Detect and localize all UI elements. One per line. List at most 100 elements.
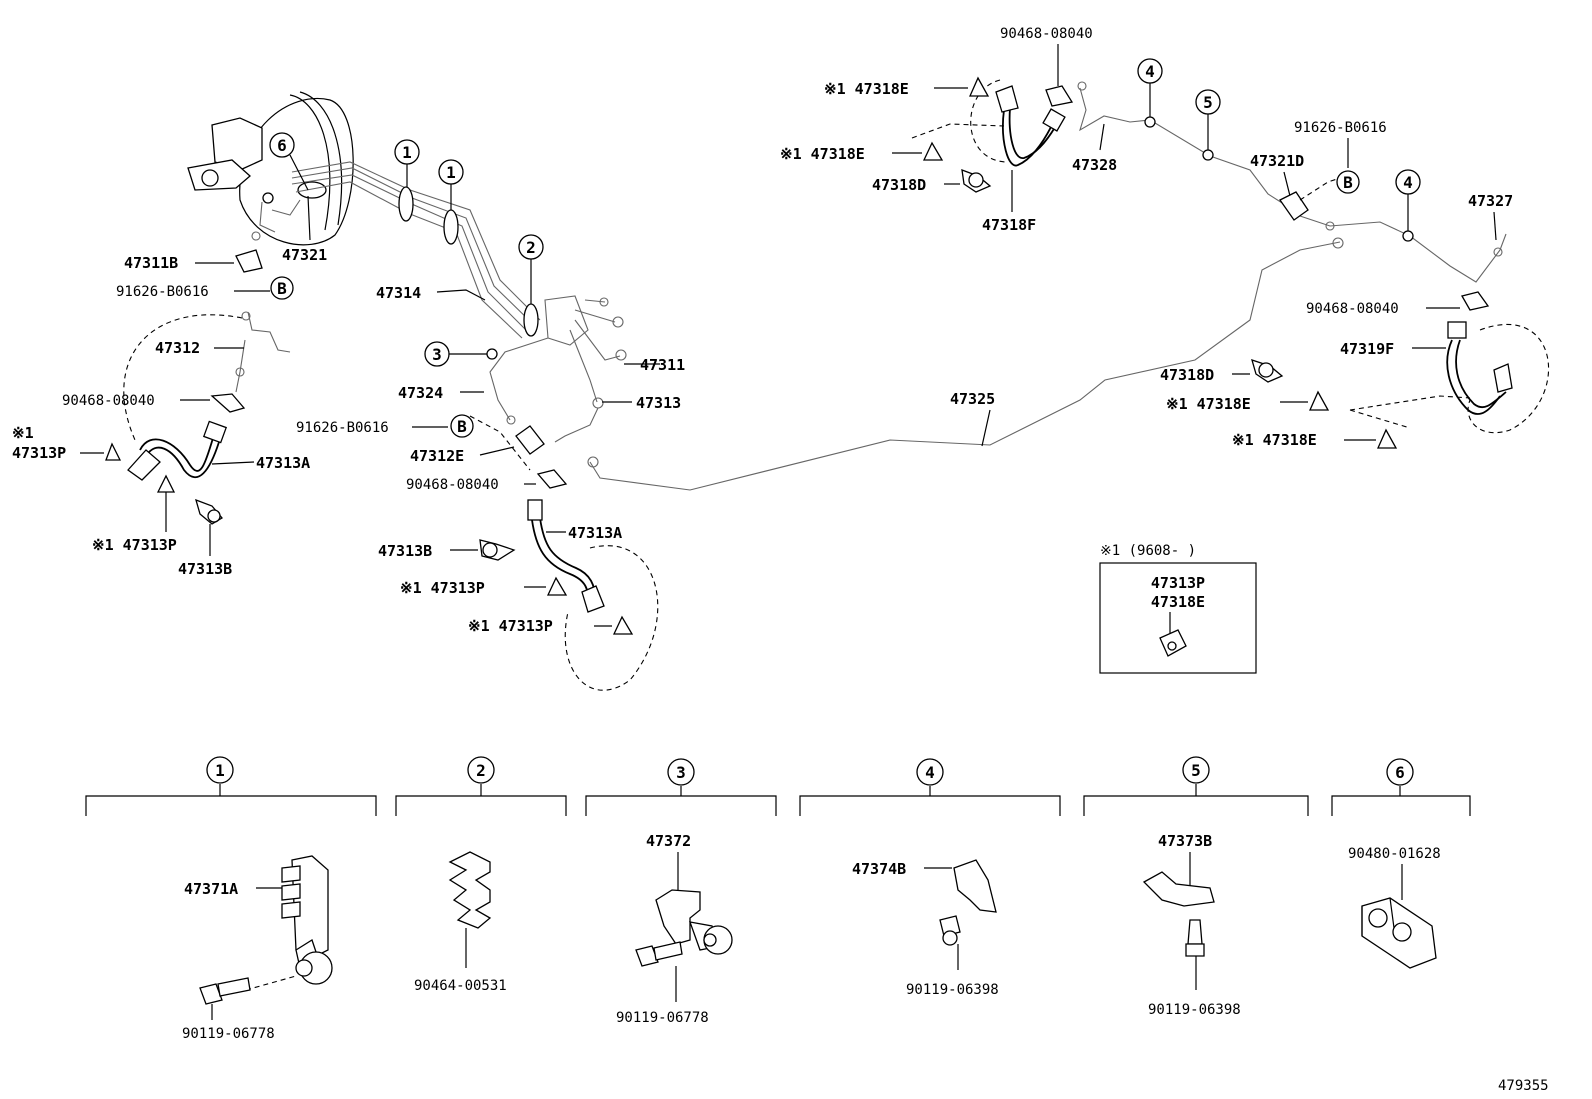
brake-booster xyxy=(187,91,354,246)
label-47313: 47313 xyxy=(636,394,681,412)
svg-text:※1 47318E: ※1 47318E xyxy=(1232,431,1317,449)
label-47311: 47311 xyxy=(640,356,685,374)
svg-text:6: 6 xyxy=(1395,763,1405,782)
svg-text:47318F: 47318F xyxy=(982,216,1036,234)
svg-text:※1 (9608- ): ※1 (9608- ) xyxy=(1100,543,1196,559)
svg-text:6: 6 xyxy=(277,136,287,155)
label-47314: 47314 xyxy=(376,284,421,302)
svg-text:47318D: 47318D xyxy=(1160,366,1214,384)
kit-4: 4 47374B 90119-06398 xyxy=(852,758,999,998)
note-box: ※1 (9608- ) 47313P 47318E xyxy=(1099,543,1257,674)
part-47321D: 47321D xyxy=(1250,152,1341,221)
part-47313P-center-1: ※1 47313P xyxy=(400,576,568,597)
callout-5: 5 xyxy=(1195,89,1221,150)
callout-1-a: 1 xyxy=(394,139,420,187)
callout-3: 3 xyxy=(424,341,487,367)
svg-text:B: B xyxy=(277,279,287,298)
kit-6: 6 90480-01628 xyxy=(1348,758,1441,969)
svg-text:90468-08040: 90468-08040 xyxy=(406,477,499,493)
diagram-id: 479355 xyxy=(1498,1078,1549,1094)
svg-text:47318D: 47318D xyxy=(872,176,926,194)
part-90468-left: 90468-08040 xyxy=(62,393,246,413)
svg-text:90468-08040: 90468-08040 xyxy=(1306,301,1399,317)
label-47327: 47327 xyxy=(1468,192,1513,210)
part-47318E-top-2: ※1 47318E xyxy=(780,141,944,163)
svg-text:47312E: 47312E xyxy=(410,447,464,465)
svg-text:2: 2 xyxy=(476,761,486,780)
label-47321: 47321 xyxy=(282,246,327,264)
svg-text:※1 47318E: ※1 47318E xyxy=(1166,395,1251,413)
kit-1: 1 47371A 90119-06778 xyxy=(182,756,333,1042)
bolt-47318D-top: 47318D xyxy=(872,169,992,194)
svg-text:90119-06398: 90119-06398 xyxy=(1148,1002,1241,1018)
svg-text:91626-B0616: 91626-B0616 xyxy=(116,284,209,300)
part-91626-right: 91626-B0616 B xyxy=(1294,120,1387,194)
svg-text:47372: 47372 xyxy=(646,832,691,850)
svg-text:47373B: 47373B xyxy=(1158,832,1212,850)
part-47318E-right-1: ※1 47318E xyxy=(1166,390,1330,413)
kit-5: 5 47373B 90119-06398 xyxy=(1142,756,1241,1018)
label-47325: 47325 xyxy=(950,390,995,408)
svg-text:2: 2 xyxy=(526,238,536,257)
svg-text:※1 47313P: ※1 47313P xyxy=(468,617,553,635)
part-90468-center: 90468-08040 xyxy=(406,469,568,493)
svg-text:47313B: 47313B xyxy=(178,560,232,578)
svg-text:47311B: 47311B xyxy=(124,254,178,272)
svg-text:※1 47313P: ※1 47313P xyxy=(400,579,485,597)
svg-text:B: B xyxy=(457,417,467,436)
part-47313A-left: 47313A xyxy=(211,454,310,472)
front-brake-lines xyxy=(291,161,1344,491)
callout-6: 6 xyxy=(269,132,309,191)
callout-2: 2 xyxy=(518,234,544,304)
svg-text:5: 5 xyxy=(1203,93,1213,112)
part-90468-top: 90468-08040 xyxy=(1000,26,1093,107)
svg-text:4: 4 xyxy=(925,763,935,782)
svg-text:※1 47318E: ※1 47318E xyxy=(824,80,909,98)
part-90468-right: 90468-08040 xyxy=(1306,291,1490,317)
bolt-47313B-center: 47313B xyxy=(378,539,516,561)
hose-47313A-center: 47313A xyxy=(527,499,622,613)
part-47318E-top-1: ※1 47318E xyxy=(824,76,990,98)
svg-text:3: 3 xyxy=(676,763,686,782)
svg-text:47374B: 47374B xyxy=(852,860,906,878)
kit-2: 2 90464-00531 xyxy=(414,756,507,994)
hose-47313A-left xyxy=(127,420,228,481)
hose-47318F: 47318F xyxy=(982,85,1066,234)
svg-text:90119-06398: 90119-06398 xyxy=(906,982,999,998)
bolt-47318D-right: 47318D xyxy=(1160,358,1284,384)
part-91626-left: 91626-B0616 B xyxy=(116,276,294,300)
svg-text:47313B: 47313B xyxy=(378,542,432,560)
callout-1-b: 1 xyxy=(438,159,464,210)
svg-text:1: 1 xyxy=(215,761,225,780)
svg-text:47313P: 47313P xyxy=(12,444,66,462)
svg-text:90468-08040: 90468-08040 xyxy=(1000,26,1093,42)
svg-text:90464-00531: 90464-00531 xyxy=(414,978,507,994)
part-47313P-center-2: ※1 47313P xyxy=(468,615,634,635)
svg-text:B: B xyxy=(1343,173,1353,192)
bolt-47313B-left: 47313B xyxy=(178,498,232,578)
svg-text:90480-01628: 90480-01628 xyxy=(1348,846,1441,862)
kit-3: 3 47372 90119-06778 xyxy=(616,758,733,1026)
label-47324: 47324 xyxy=(398,384,443,402)
callout-4-right: 4 xyxy=(1395,169,1421,231)
part-47311B: 47311B xyxy=(124,249,263,273)
part-47318E-right-2: ※1 47318E xyxy=(1232,428,1398,449)
svg-text:4: 4 xyxy=(1403,173,1413,192)
svg-text:5: 5 xyxy=(1191,761,1201,780)
svg-text:47313P: 47313P xyxy=(1151,574,1205,592)
svg-text:47313A: 47313A xyxy=(568,524,622,542)
callout-4-top: 4 xyxy=(1137,58,1163,117)
label-47313P-left-2: ※1 47313P xyxy=(92,536,177,554)
svg-text:3: 3 xyxy=(432,345,442,364)
svg-text:1: 1 xyxy=(446,163,456,182)
svg-text:91626-B0616: 91626-B0616 xyxy=(1294,120,1387,136)
part-91626-center: 91626-B0616 B xyxy=(296,414,531,471)
part-47312E: 47312E xyxy=(410,425,545,465)
svg-text:1: 1 xyxy=(402,143,412,162)
svg-text:90119-06778: 90119-06778 xyxy=(182,1026,275,1042)
svg-text:47319F: 47319F xyxy=(1340,340,1394,358)
svg-text:47318E: 47318E xyxy=(1151,593,1205,611)
hose-47319F: 47319F xyxy=(1340,321,1513,415)
svg-text:91626-B0616: 91626-B0616 xyxy=(296,420,389,436)
